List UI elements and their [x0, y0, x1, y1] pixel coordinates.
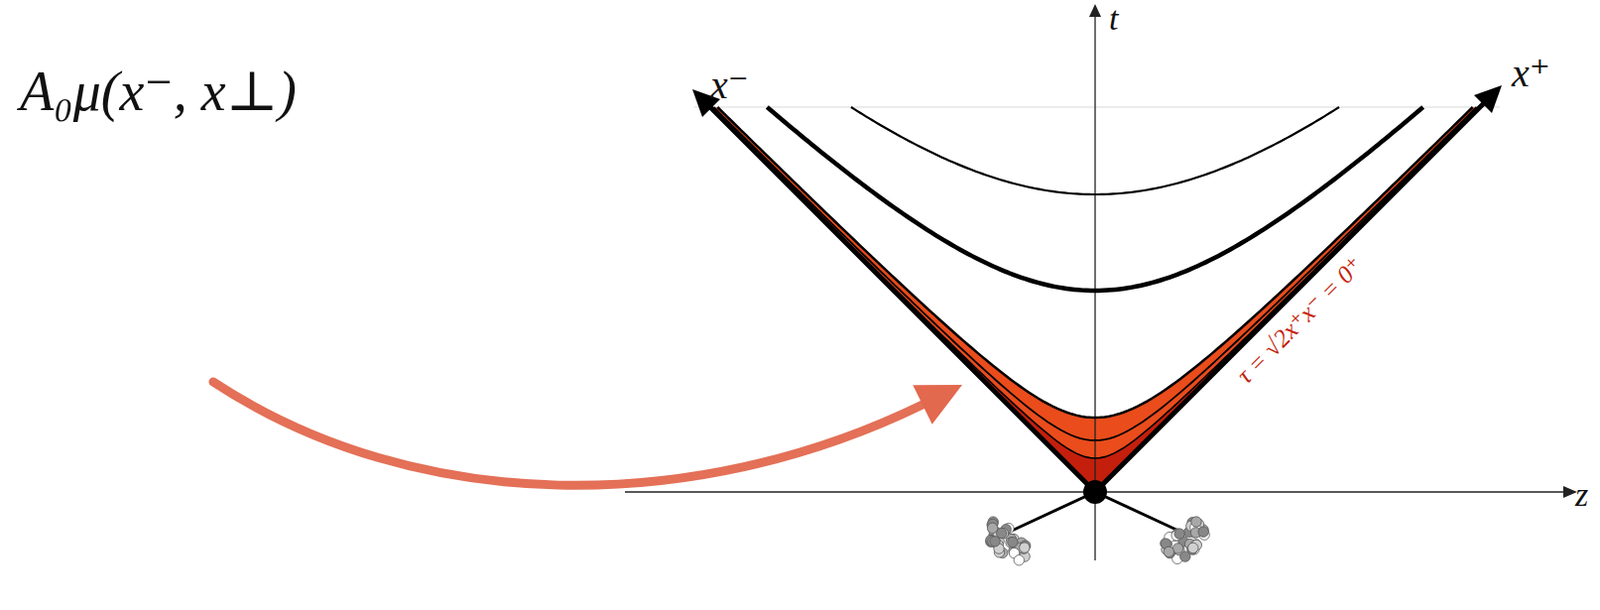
pointer-arrowhead: [912, 384, 963, 425]
nucleon: [1172, 543, 1183, 554]
proper-time-hyperbola: [851, 107, 1340, 195]
nucleon: [1198, 526, 1209, 537]
axis-label: z: [1575, 478, 1589, 512]
proper-time-hyperbola: [714, 107, 1477, 441]
z-arrowhead: [1563, 486, 1578, 498]
nucleus: [985, 516, 1031, 566]
collision-point: [1083, 480, 1108, 504]
nucleon: [1019, 542, 1030, 553]
nucleon: [1013, 555, 1024, 566]
nucleus-track: [1095, 492, 1179, 531]
hyperbolas: [711, 107, 1478, 459]
guide-line: [694, 107, 1500, 109]
plus-arrowhead: [1474, 85, 1502, 114]
t-arrowhead: [1089, 3, 1102, 17]
axis-label: t: [1108, 1, 1118, 36]
nucleon: [1191, 516, 1202, 527]
light-cone-plus: [1095, 99, 1488, 493]
nucleon: [1163, 546, 1174, 557]
axis-label: x⁺: [1511, 53, 1551, 94]
nucleus: [1160, 516, 1211, 565]
proper-time-hyperbola: [717, 107, 1473, 418]
nucleus-track: [1011, 492, 1096, 531]
nucleon: [1188, 542, 1199, 553]
t-axis: [1094, 13, 1096, 561]
nucleon: [995, 527, 1006, 538]
pointer-arrow: [213, 381, 923, 486]
light-cone-minus: [706, 103, 1096, 493]
nuclei: [985, 516, 1211, 566]
field-label: A₀μ(x⁻, x⊥): [19, 63, 297, 120]
nucleon: [1180, 551, 1191, 562]
proper-time-hyperbola: [711, 107, 1478, 459]
axis-label: x⁻: [710, 65, 749, 106]
nucleon: [986, 522, 997, 533]
nucleon: [1174, 528, 1185, 539]
nucleon: [1007, 536, 1018, 547]
